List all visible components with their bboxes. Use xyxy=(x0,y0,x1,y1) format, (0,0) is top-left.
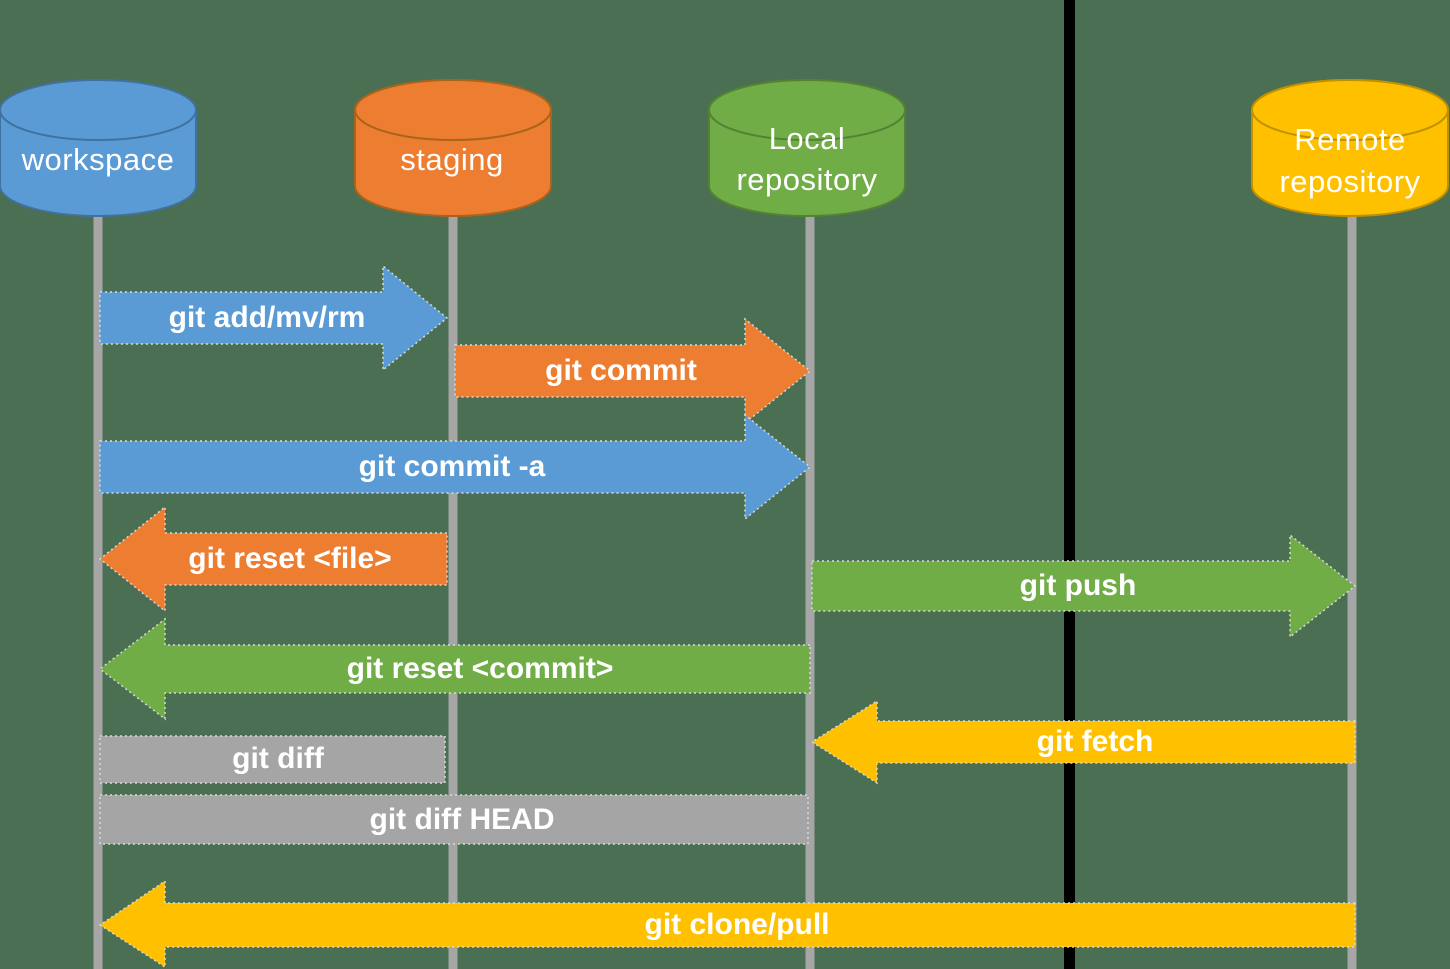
git-commit-a-label: git commit -a xyxy=(358,450,546,483)
git-reset-commit-arrow xyxy=(98,617,811,721)
git-add-label: git add/mv/rm xyxy=(168,301,366,334)
git-commit-arrow xyxy=(454,317,812,425)
local-repository-label-1: Local xyxy=(768,121,846,156)
git-diff-bar xyxy=(99,735,446,784)
remote-repository-lifeline xyxy=(1347,212,1357,969)
git-push-arrow xyxy=(811,533,1357,639)
cylinder-top xyxy=(708,79,906,141)
git-commit-label: git commit xyxy=(545,354,697,387)
staging-cylinder xyxy=(354,79,552,217)
workspace-lifeline xyxy=(93,212,103,969)
git-reset-file-arrow xyxy=(98,505,448,613)
git-reset-file-label: git reset <file> xyxy=(188,542,392,575)
local-repository-lifeline xyxy=(805,212,815,969)
workspace-label: workspace xyxy=(21,142,175,177)
cylinder-top xyxy=(354,79,552,141)
git-clone-pull-arrow xyxy=(98,879,1356,969)
staging-lifeline xyxy=(448,212,458,969)
git-fetch-arrow xyxy=(810,699,1356,785)
remote-repository-label-1: Remote xyxy=(1294,122,1406,157)
local-repository-label-2: repository xyxy=(736,162,878,197)
git-fetch-label: git fetch xyxy=(1036,725,1154,758)
local-remote-divider xyxy=(1064,0,1075,969)
remote-repository-label-2: repository xyxy=(1279,164,1421,199)
remote-repository-cylinder xyxy=(1251,79,1449,217)
git-diff-head-bar xyxy=(99,794,809,845)
git-commit-a-arrow xyxy=(99,413,812,521)
local-repository-cylinder xyxy=(708,79,906,217)
workspace-cylinder xyxy=(0,79,197,217)
git-reset-commit-label: git reset <commit> xyxy=(346,652,614,685)
git-clone-pull-label: git clone/pull xyxy=(644,908,830,941)
git-push-label: git push xyxy=(1019,569,1137,602)
cylinder-top xyxy=(1251,79,1449,141)
git-diff-label: git diff xyxy=(232,742,324,775)
staging-label: staging xyxy=(400,142,504,177)
cylinder-top xyxy=(0,79,197,141)
git-add-arrow xyxy=(99,264,449,372)
git-diff-head-label: git diff HEAD xyxy=(369,803,555,836)
